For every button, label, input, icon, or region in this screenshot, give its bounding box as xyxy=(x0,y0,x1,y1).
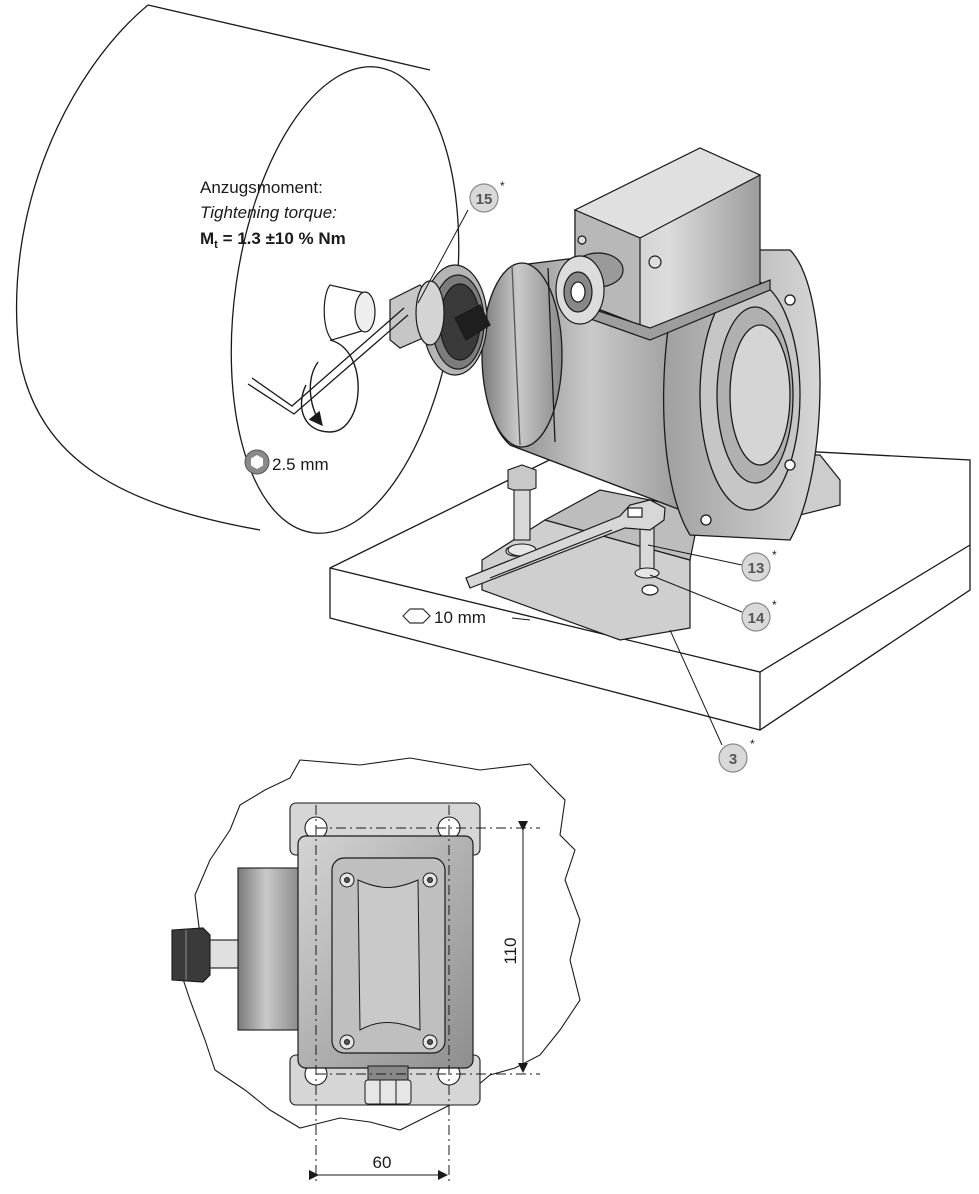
torque-symbol: M xyxy=(200,229,214,248)
hex-nut-icon xyxy=(402,608,431,624)
torque-heading: Anzugsmoment: xyxy=(200,178,323,197)
callout-14: 14 * xyxy=(649,574,777,632)
callout-3: 3 * xyxy=(669,629,755,773)
callout-3-star: * xyxy=(750,737,755,751)
cable-gland-top xyxy=(364,1065,412,1105)
encoder-flange xyxy=(663,249,821,541)
callout-15-star: * xyxy=(500,179,505,193)
rotation-arrow-icon xyxy=(300,339,359,433)
shaft-stub xyxy=(171,927,241,983)
torque-value: = 1.3 ±10 % Nm xyxy=(218,229,346,248)
callout-15-number: 15 xyxy=(476,191,493,208)
terminal-cover-inner xyxy=(357,879,421,1031)
coupling xyxy=(323,264,491,376)
torque-heading-en: Tightening torque: xyxy=(200,203,337,222)
callout-14-star: * xyxy=(772,598,777,612)
hex-key xyxy=(247,307,409,415)
wrench xyxy=(465,499,666,589)
callout-14-number: 14 xyxy=(748,610,765,627)
dimension-lines xyxy=(309,805,540,1185)
dimension-width-label: 60 xyxy=(373,1153,392,1172)
terminal-box xyxy=(564,147,771,341)
wrench-size-label: 10 mm xyxy=(434,608,486,627)
torque-formula: Mt = 1.3 ±10 % Nm xyxy=(200,229,346,251)
callout-13: 13 * xyxy=(647,544,777,582)
callout-15: 15 * xyxy=(417,179,505,304)
callout-13-number: 13 xyxy=(748,560,765,577)
cable-gland xyxy=(555,252,624,325)
cover-screws xyxy=(339,872,438,1050)
callout-3-number: 3 xyxy=(729,751,737,768)
torque-subscript: t xyxy=(214,239,218,251)
dimension-height-label: 110 xyxy=(501,937,520,964)
hex-key-size-label: 2.5 mm xyxy=(272,455,329,474)
callout-13-star: * xyxy=(772,548,777,562)
encoder-cylinder-top xyxy=(237,867,301,1031)
hex-socket-icon xyxy=(244,449,270,475)
